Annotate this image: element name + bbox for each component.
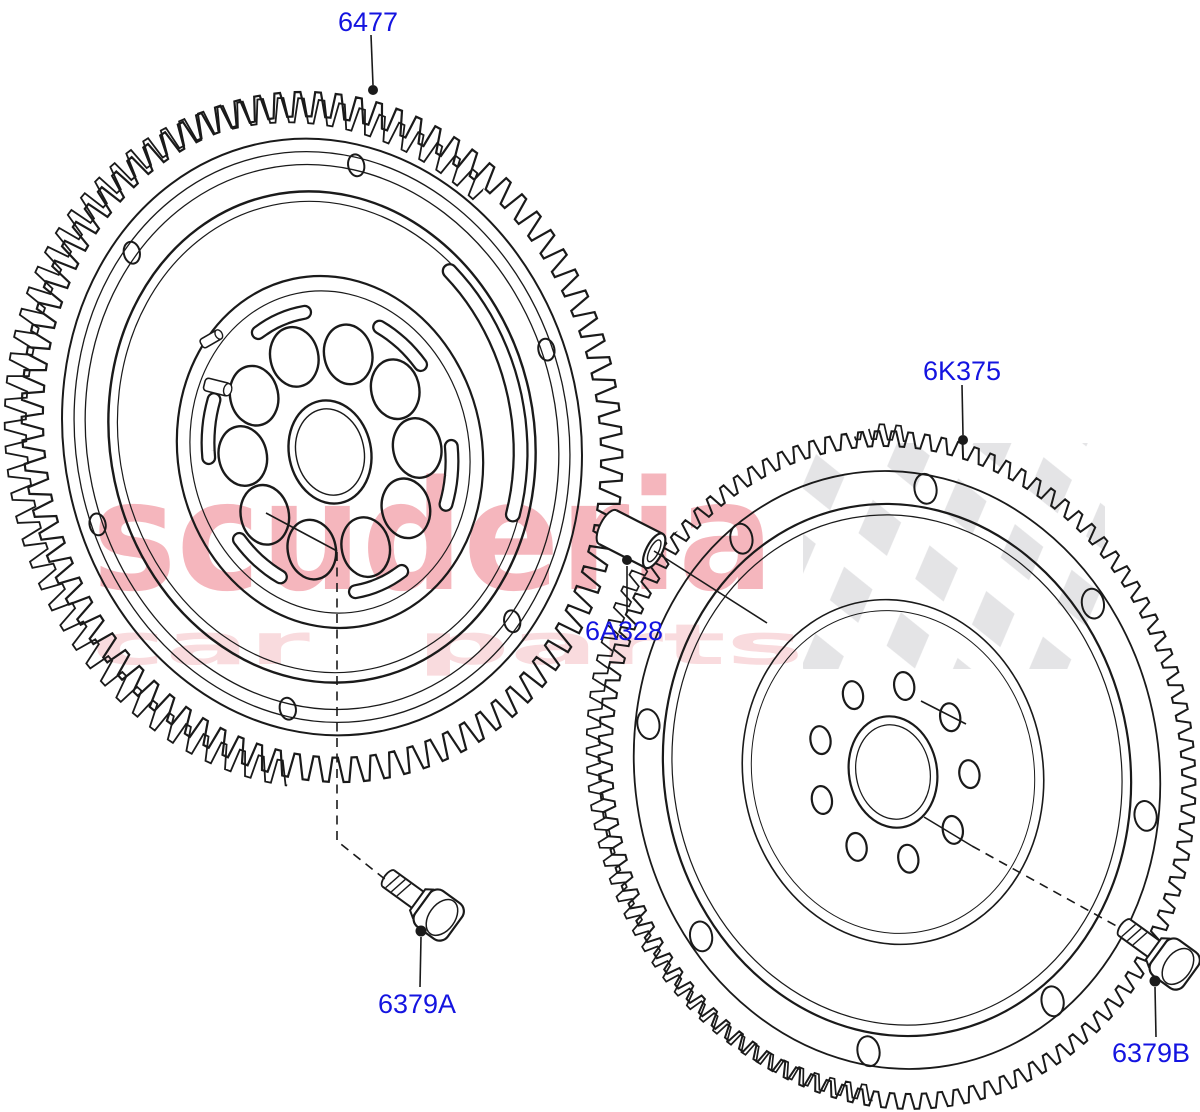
pointer-hub-hole-a xyxy=(265,512,338,552)
hole xyxy=(892,671,916,701)
leader-6K375 xyxy=(961,384,964,436)
hole xyxy=(856,1035,881,1068)
leader-6379A xyxy=(419,936,422,988)
band-holes xyxy=(88,153,556,721)
hole xyxy=(88,512,107,537)
face-pin-lower xyxy=(202,377,233,397)
flywheel-hub xyxy=(175,274,485,630)
hub-bolt-holes xyxy=(809,671,981,874)
hub-bolt-holes xyxy=(217,323,443,581)
plate-edge-inner xyxy=(671,514,1123,1026)
hole xyxy=(322,323,374,386)
pointer-hub-hole-b2 xyxy=(923,816,973,847)
hole xyxy=(340,516,392,579)
hole xyxy=(1133,800,1158,832)
hole xyxy=(1080,587,1106,620)
rim-line xyxy=(84,163,560,711)
hole xyxy=(913,472,938,505)
center-bore-inner xyxy=(294,408,366,496)
pointer-hub-hole-b1 xyxy=(920,700,967,725)
plate-edge xyxy=(107,190,537,684)
leader-dot-6379A xyxy=(415,925,427,937)
checkered-flag-watermark xyxy=(803,443,1105,669)
hole xyxy=(217,425,269,487)
part-labels: 6477 6K375 6A328 6379A 6379B xyxy=(338,7,1190,1068)
hole xyxy=(347,153,366,178)
plate-slot-fill xyxy=(443,265,527,521)
leader-6379B xyxy=(1154,986,1157,1038)
ring-gear-teeth-front xyxy=(20,90,624,784)
part-label-6477[interactable]: 6477 xyxy=(338,7,398,37)
hole xyxy=(239,483,291,546)
hole xyxy=(122,240,141,265)
hole xyxy=(503,609,522,634)
band-holes xyxy=(636,472,1158,1068)
dashed-leader-bolt-b xyxy=(971,845,1121,929)
hub-slots xyxy=(200,304,460,600)
plate-edge xyxy=(661,502,1133,1038)
hole xyxy=(809,725,832,756)
hole xyxy=(845,831,868,862)
flywheel-bolt-6379B xyxy=(1116,918,1200,991)
leader-dot-6A328 xyxy=(622,555,632,565)
hub-circle-inner xyxy=(750,610,1036,934)
center-bore xyxy=(847,715,939,829)
hole xyxy=(278,696,297,721)
ring-gear-teeth-front xyxy=(597,430,1197,1110)
face-pin-upper xyxy=(199,329,224,349)
center-bore xyxy=(287,399,373,505)
leader-lines xyxy=(265,34,1161,1038)
rim-line xyxy=(61,137,583,737)
drive-plate-6K375 xyxy=(585,423,1197,1110)
leader-6477 xyxy=(370,34,374,86)
hole xyxy=(941,814,965,845)
hub-circle xyxy=(741,598,1045,946)
hole xyxy=(380,477,432,540)
leader-dot-6379B xyxy=(1149,975,1161,987)
hole xyxy=(286,518,338,581)
part-label-6A328[interactable]: 6A328 xyxy=(585,616,663,646)
leader-dot-6K375 xyxy=(958,435,968,445)
hole xyxy=(729,522,754,555)
hole xyxy=(810,785,834,815)
hole xyxy=(537,337,556,362)
part-label-6379A[interactable]: 6379A xyxy=(378,989,456,1019)
hole xyxy=(369,358,421,421)
hole xyxy=(897,843,920,874)
flywheel-6477 xyxy=(3,90,624,789)
part-label-6379B[interactable]: 6379B xyxy=(1112,1038,1190,1068)
center-bore-inner xyxy=(854,724,932,820)
leader-dot-6477 xyxy=(368,85,378,95)
ring-gear-teeth-back xyxy=(585,423,908,1103)
hole xyxy=(391,417,443,479)
hole xyxy=(228,364,280,427)
hole xyxy=(841,680,865,711)
hole xyxy=(688,920,714,953)
flywheel-bolt-6379A xyxy=(380,869,465,942)
watermark-sub-text-car: car xyxy=(92,613,311,678)
hub-inner-edge xyxy=(189,290,471,614)
hole xyxy=(1040,985,1065,1018)
rim-line xyxy=(73,151,571,723)
part-label-6K375[interactable]: 6K375 xyxy=(923,356,1001,386)
hub-outer-edge xyxy=(175,274,485,630)
rim-line xyxy=(632,470,1162,1070)
leader-pin-to-gear xyxy=(653,550,768,624)
hole xyxy=(938,702,962,733)
dashed-leader-bolt-a xyxy=(336,552,392,885)
hole xyxy=(268,325,320,388)
hole xyxy=(636,708,661,740)
hole xyxy=(958,759,981,790)
